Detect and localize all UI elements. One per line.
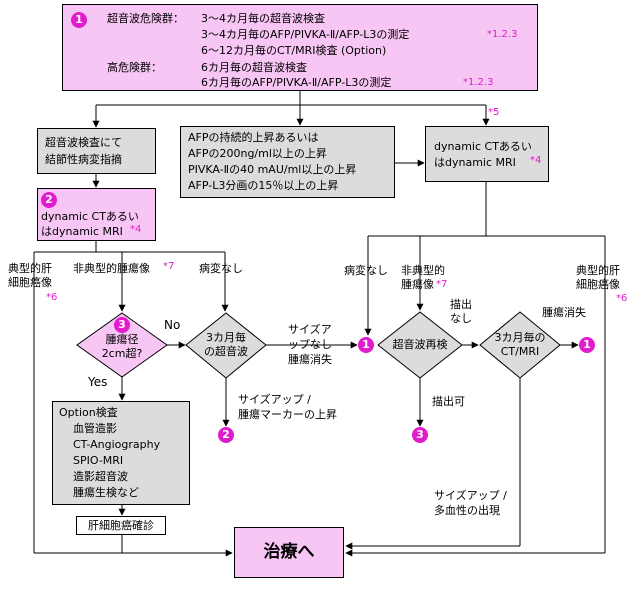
us3-line1: 3カ月毎: [206, 331, 246, 344]
diamond-us-recheck: [377, 311, 463, 379]
ct3-line1: 3カ月毎の: [494, 331, 546, 344]
ct3-line2: CT/MRI: [500, 345, 540, 358]
size-vascular-line1: サイズアップ /: [434, 489, 507, 502]
badge-3-diamond: 3: [114, 317, 130, 333]
hcc-confirmed-label: 肝細胞癌確診: [88, 519, 154, 532]
option-item5: 腫瘍生検など: [73, 486, 139, 499]
tumor-gone-label: 腫瘍消失: [542, 306, 586, 319]
note-5: *5: [488, 107, 500, 118]
afp-line4: AFP-L3分画の15％以上の上昇: [188, 179, 339, 192]
badge-1-right: 1: [579, 337, 595, 353]
us-nodule-box: 超音波検査にて 結節性病変指摘: [37, 128, 156, 174]
right-none-label: 病変なし: [344, 264, 388, 277]
left-none-label: 病変なし: [199, 262, 243, 275]
option-title: Option検査: [59, 406, 118, 419]
option-item1: 血管造影: [73, 422, 117, 435]
dynamic-ct-right-box: dynamic CTあるい はdynamic MRI *4: [425, 126, 549, 182]
size-vascular-line2: 多血性の出現: [434, 504, 500, 517]
treatment-label: 治療へ: [263, 542, 315, 562]
dyn-left-line2: はdynamic MRI: [41, 225, 123, 238]
option-item3: SPIO-MRI: [73, 454, 124, 467]
visible-label: 描出可: [432, 395, 465, 408]
not-visible-line2: なし: [450, 312, 472, 325]
diamond-tumor-size: [76, 312, 168, 378]
us-nodule-line1: 超音波検査にて: [45, 136, 122, 149]
size-label-line2: ップなし: [288, 338, 332, 351]
diamond-us-3months: [185, 312, 267, 379]
diamond-ct-3months-text: 3カ月毎の CT/MRI: [485, 331, 555, 359]
yes-label: Yes: [88, 375, 108, 389]
us-nodule-line2: 結節性病変指摘: [45, 153, 122, 166]
group1-note: *1.2.3: [487, 29, 518, 40]
option-item4: 造影超音波: [73, 470, 128, 483]
afp-line1: AFPの持続的上昇あるいは: [188, 131, 319, 144]
badge-2-left: 2: [41, 192, 57, 208]
diamond-ct-3months: [479, 311, 561, 379]
dyn-left-note: *4: [130, 224, 142, 235]
afp-line2: AFPの200ng/ml以上の上昇: [188, 147, 327, 160]
hcc-confirmed-box: 肝細胞癌確診: [76, 516, 166, 535]
option-tests-box: Option検査 血管造影 CT-Angiography SPIO-MRI 造影…: [52, 401, 190, 505]
dyn-right-line2: はdynamic MRI: [434, 156, 516, 169]
group2-line2: 6カ月毎のAFP/PIVKA-Ⅱ/AFP-L3の測定: [201, 76, 392, 89]
reus-label: 超音波再検: [392, 338, 448, 351]
badge-1-top: 1: [71, 12, 87, 28]
left-typical-line1: 典型的肝: [8, 262, 52, 275]
no-label: No: [164, 318, 181, 332]
badge-2-bottom: 2: [218, 427, 234, 443]
treatment-box: 治療へ: [234, 527, 344, 578]
group1-line1: 3～4カ月毎の超音波検査: [201, 12, 325, 25]
right-typical-line2: 細胞癌像: [576, 278, 620, 291]
surveillance-box: 1 超音波危険群： 3～4カ月毎の超音波検査 3～4カ月毎のAFP/PIVKA-…: [62, 4, 538, 91]
right-atypical-line2: 腫瘍像: [401, 278, 434, 291]
diamond-us-recheck-text: 超音波再検: [385, 338, 455, 352]
dyn-right-line1: dynamic CTあるい: [434, 140, 532, 153]
dynamic-ct-left-box: 2 dynamic CTあるい はdynamic MRI *4: [37, 188, 156, 241]
us3-line2: の超音波: [204, 345, 248, 358]
not-visible-line1: 描出: [450, 298, 472, 311]
badge-3-right: 3: [412, 427, 428, 443]
afp-line3: PIVKA-Ⅱの40 mAU/ml以上の上昇: [188, 163, 357, 176]
marker-label-line2: 腫瘍マーカーの上昇: [238, 408, 337, 421]
right-typical-note: *6: [616, 293, 628, 304]
group2-note: *1.2.3: [463, 77, 494, 88]
left-typical-note: *6: [46, 292, 58, 303]
group1-label: 超音波危険群：: [107, 12, 184, 25]
right-atypical-line1: 非典型的: [401, 264, 445, 277]
group2-line1: 6カ月毎の超音波検査: [201, 61, 307, 74]
left-atypical-note: *7: [163, 261, 175, 272]
group2-label: 高危険群：: [107, 61, 162, 74]
group1-line2: 3～4カ月毎のAFP/PIVKA-Ⅱ/AFP-L3の測定: [201, 28, 410, 41]
left-typical-line2: 細胞癌像: [8, 276, 52, 289]
right-atypical-note: *7: [436, 279, 448, 290]
right-typical-line1: 典型的肝: [576, 264, 620, 277]
size-label-line3: 腫瘍消失: [288, 353, 332, 366]
size-label-line1: サイズア: [288, 323, 332, 336]
diamond3-line2: 2cm超?: [101, 347, 143, 360]
diamond-tumor-size-text: 腫瘍径 2cm超?: [92, 333, 152, 361]
badge-1-middle: 1: [358, 337, 374, 353]
marker-label-line1: サイズアップ /: [238, 393, 311, 406]
option-item2: CT-Angiography: [73, 438, 161, 451]
left-atypical-label: 非典型的腫瘍像: [73, 262, 150, 275]
diamond-us-3months-text: 3カ月毎 の超音波: [196, 331, 256, 359]
diamond3-line1: 腫瘍径: [105, 333, 139, 346]
dyn-left-line1: dynamic CTあるい: [41, 210, 139, 223]
afp-box: AFPの持続的上昇あるいは AFPの200ng/ml以上の上昇 PIVKA-Ⅱの…: [180, 126, 395, 198]
dyn-right-note: *4: [530, 155, 542, 166]
group1-line3: 6～12カ月毎のCT/MRI検査 (Option): [201, 44, 387, 57]
